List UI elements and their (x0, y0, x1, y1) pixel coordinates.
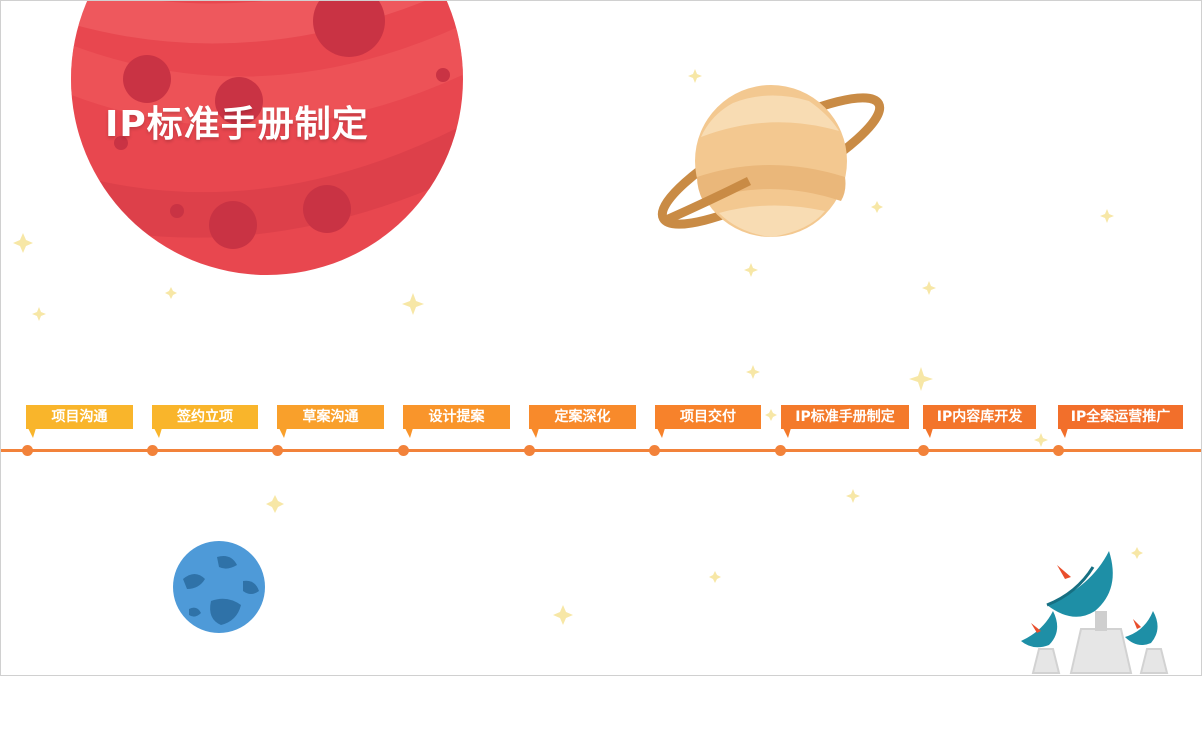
timeline-axis (1, 449, 1201, 452)
timeline-step-7: IP标准手册制定 (781, 405, 909, 438)
saturn-planet-icon (657, 85, 885, 237)
mars-planet-icon (71, 1, 463, 275)
timeline-step-label: IP全案运营推广 (1070, 409, 1171, 425)
timeline-step-2: 签约立项 (152, 405, 258, 438)
timeline-node (524, 445, 535, 456)
timeline-node (918, 445, 929, 456)
starfield (13, 69, 1143, 625)
timeline-step-9: IP全案运营推广 (1058, 405, 1183, 438)
timeline-step-3: 草案沟通 (277, 405, 384, 438)
timeline-node (1053, 445, 1064, 456)
radar-dish-icon (1021, 551, 1169, 674)
timeline-step-label: 定案深化 (554, 409, 611, 425)
timeline-node (22, 445, 33, 456)
blue-planet-icon (173, 541, 265, 633)
timeline-node (272, 445, 283, 456)
slide-canvas: IP标准手册制定 (0, 0, 1202, 676)
timeline-step-6: 项目交付 (655, 405, 761, 438)
timeline-step-label: 签约立项 (177, 409, 233, 425)
timeline-step-label: 草案沟通 (302, 409, 359, 425)
timeline-step-label: 设计提案 (428, 409, 485, 425)
timeline-step-4: 设计提案 (403, 405, 510, 438)
timeline-node (649, 445, 660, 456)
timeline-step-8: IP内容库开发 (923, 405, 1036, 438)
timeline-node (775, 445, 786, 456)
timeline-step-label: 项目交付 (680, 409, 736, 425)
timeline-step-label: 项目沟通 (51, 409, 108, 425)
star-icon (13, 69, 1143, 625)
timeline-step-1: 项目沟通 (26, 405, 133, 438)
timeline-node (398, 445, 409, 456)
timeline-node (147, 445, 158, 456)
page-title: IP标准手册制定 (105, 104, 369, 145)
timeline-step-label: IP标准手册制定 (795, 409, 895, 425)
timeline-step-5: 定案深化 (529, 405, 636, 438)
timeline-step-label: IP内容库开发 (936, 409, 1023, 425)
